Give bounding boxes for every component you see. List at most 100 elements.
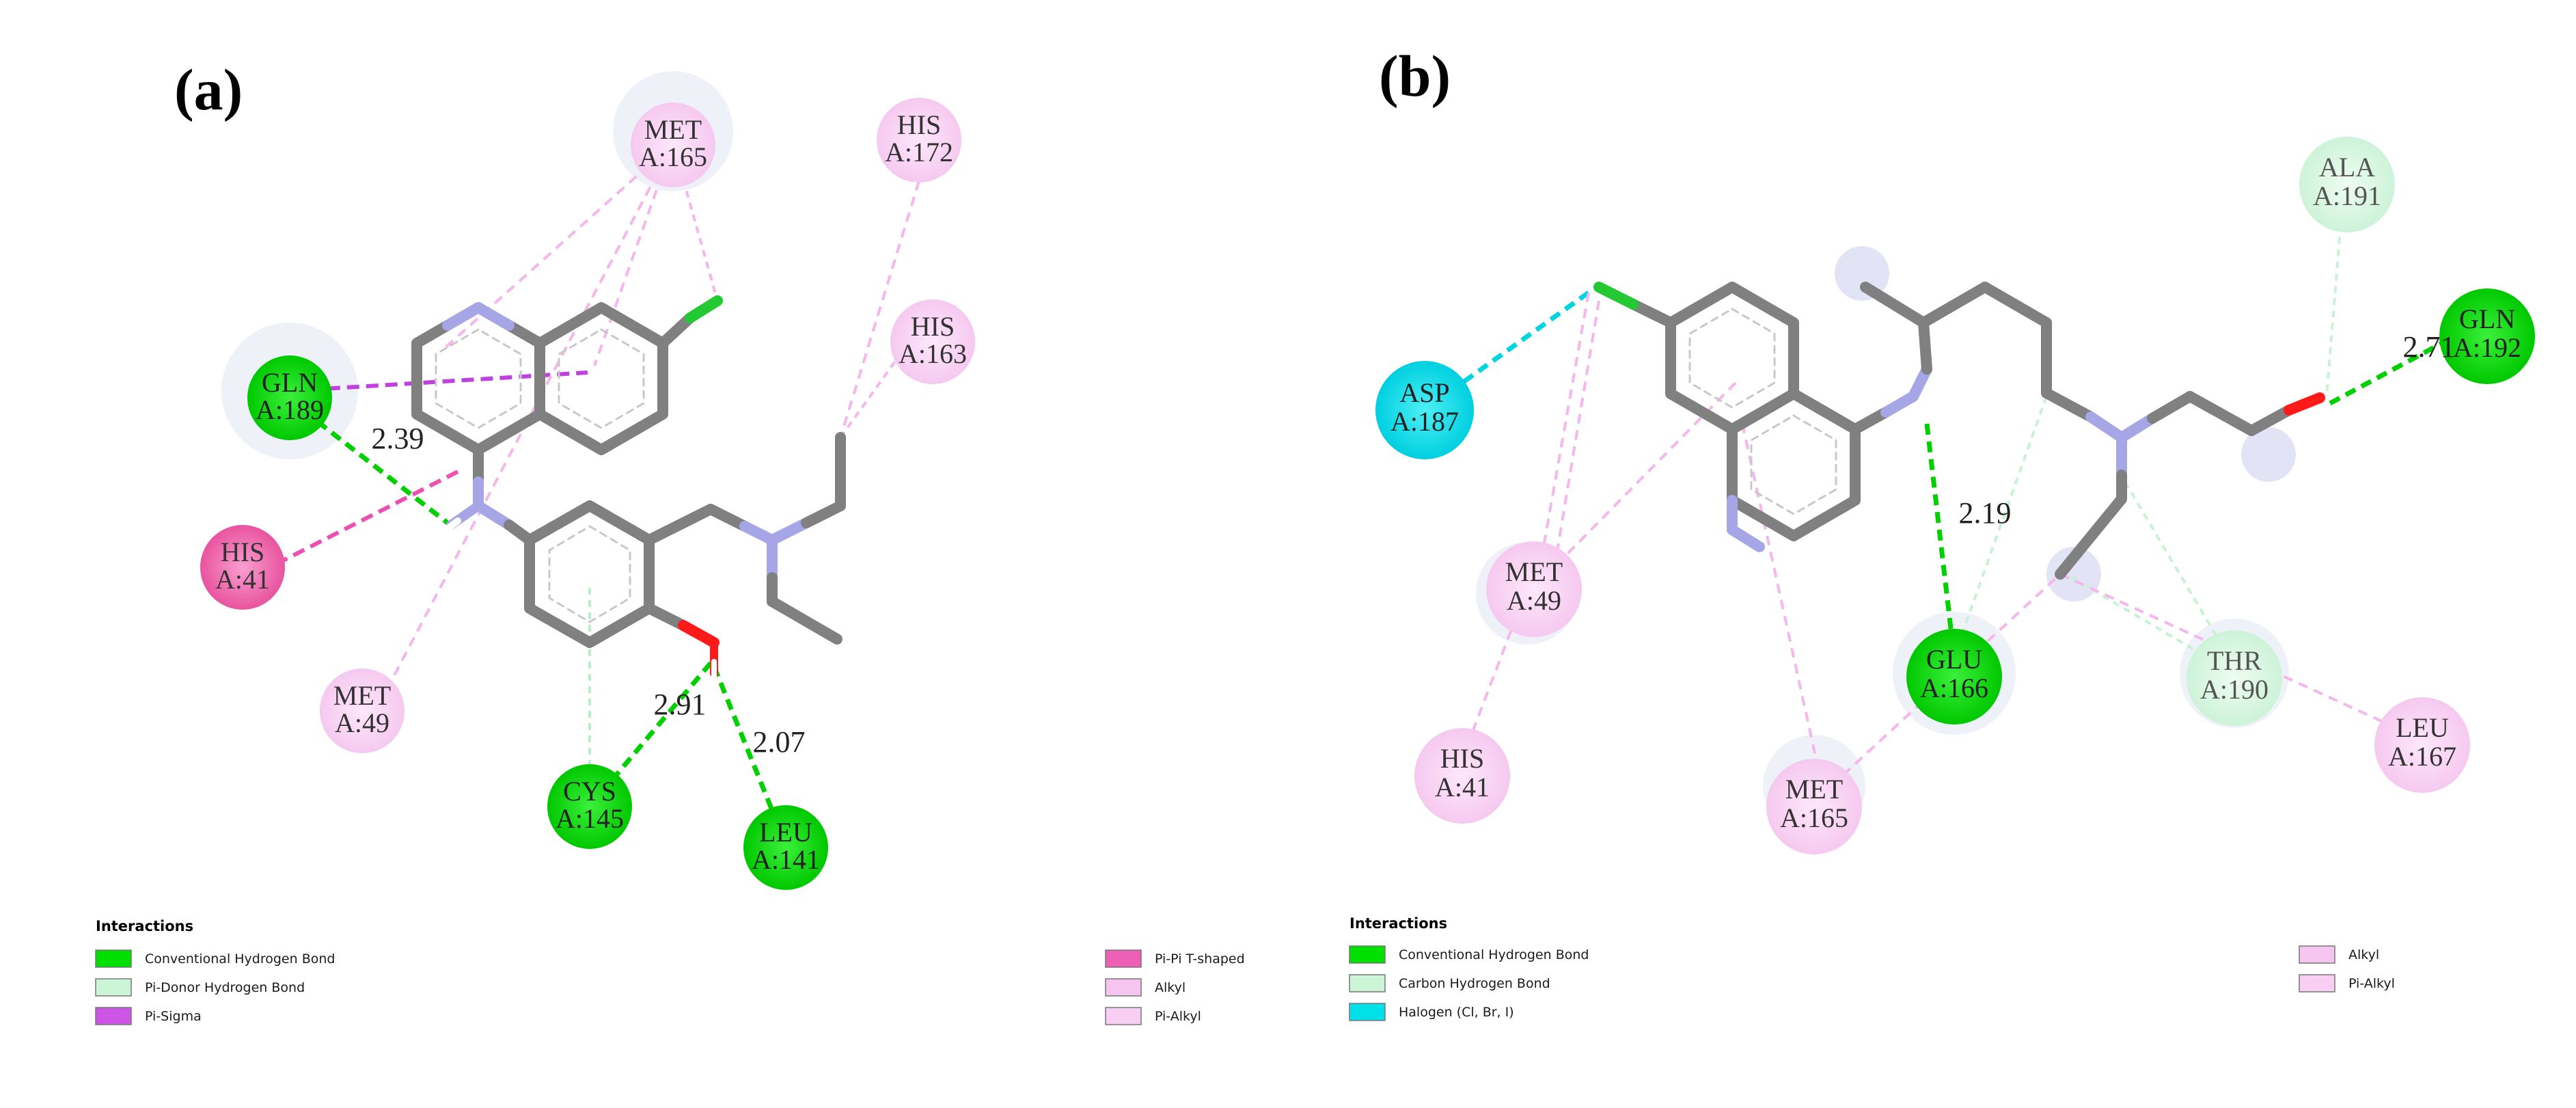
aromatic-ring [548,525,631,623]
bond [2041,388,2096,422]
residue-name: MET [333,680,391,711]
residue-chain: A:41 [1435,772,1490,802]
residue-leu141-a[interactable]: LEU A:141 [743,805,828,890]
hbond-line [288,398,450,525]
pipi-line [262,470,459,573]
svg-text:Alkyl: Alkyl [2348,947,2379,962]
ring-nitrogen [473,302,515,331]
residue-name: GLN [262,367,318,398]
quinoline-ring-right [534,302,668,455]
halogen-line [1460,290,1591,385]
svg-text:Alkyl: Alkyl [1155,980,1186,995]
ring-nitrogen [1727,524,1765,552]
svg-text:Pi-Sigma: Pi-Sigma [145,1009,202,1024]
alkyl-line [1550,300,1600,589]
legend-title: Interactions [1349,915,1447,932]
bond [767,596,842,645]
residue-name: HIS [1440,743,1484,774]
svg-text:Pi-Donor Hydrogen Bond: Pi-Donor Hydrogen Bond [145,980,305,995]
aromatic-ring [558,328,645,429]
alkyl-line [839,180,920,438]
legend-item: Pi-Alkyl [2299,974,2395,992]
svg-text:Pi-Pi T-shaped: Pi-Pi T-shaped [1155,951,1245,967]
interaction-lines-a [262,142,920,846]
bond [2147,391,2195,424]
amine-nitrogen [473,500,515,530]
residue-his41-b[interactable]: HIS A:41 [1414,728,1510,824]
legend-item: Pi-Pi T-shaped [1105,949,1245,968]
legend-title: Interactions [96,918,193,934]
ligand-b [1593,282,2325,580]
bond [1918,282,1990,328]
residue-thr190-b[interactable]: THR A:190 [2187,630,2282,726]
residue-met165-b[interactable]: MET A:165 [1766,759,1862,854]
residue-chain: A:41 [215,564,270,595]
residue-ala191-b[interactable]: ALA A:191 [2299,137,2395,232]
atom-halo [2241,427,2296,482]
legend-item: Carbon Hydrogen Bond [1349,974,1550,992]
bond [644,603,689,631]
panel-b: (b) [1349,43,2535,1021]
residue-his172-a[interactable]: HIS A:172 [877,98,961,183]
svg-text:Conventional Hydrogen Bond: Conventional Hydrogen Bond [145,951,335,967]
residue-asp187-b[interactable]: ASP A:187 [1375,361,1474,459]
residue-name: MET [1505,556,1563,587]
atom-halo [2046,547,2101,602]
carbon-hbond-line [1953,396,2048,657]
residue-chain: A:165 [639,141,707,172]
hbond-line [2329,331,2461,406]
residue-chain: A:165 [1780,802,1848,833]
residue-glu166-b[interactable]: GLU A:166 [1906,629,2002,725]
distance-label: 2.39 [372,422,424,455]
panel-b-label: (b) [1379,43,1451,109]
residue-name: HIS [221,537,264,567]
residue-name: HIS [911,311,955,342]
distance-label: 2.07 [753,725,806,759]
legend-item: Alkyl [1105,978,1186,997]
residue-met165-a[interactable]: MET A:165 [631,103,715,187]
residue-cys145-a[interactable]: CYS A:145 [547,764,632,849]
ligand-a [411,295,846,683]
residue-chain: A:190 [2200,674,2269,705]
residue-met49-b[interactable]: MET A:49 [1486,541,1582,637]
residue-chain: A:166 [1920,673,1988,703]
bond [2246,405,2294,436]
hbond-line [1924,423,1956,647]
bond [1918,317,1932,375]
residue-his41-a[interactable]: HIS A:41 [200,525,285,610]
ring-nitrogen [442,302,484,331]
distance-label: 2.71 [2403,330,2456,364]
residues-a: MET A:165 HIS A:172 HIS A:163 GLN A:189 … [200,98,975,890]
residue-name: LEU [759,817,812,848]
alkyl-line [1536,292,1590,582]
panel-a: (a) [95,57,1245,1025]
bond [644,504,716,545]
aromatic-ring [435,328,522,429]
chlorine-atom [685,295,723,323]
distance-label: 2.19 [1959,496,2012,530]
residue-leu167-b[interactable]: LEU A:167 [2374,697,2470,793]
legend-item: Pi-Donor Hydrogen Bond [95,978,305,997]
legend-a: Interactions Conventional Hydrogen Bond … [95,918,1245,1025]
residue-gln189-a[interactable]: GLN A:189 [247,355,332,440]
legend-item: Conventional Hydrogen Bond [95,949,335,968]
residue-name: HIS [897,109,941,140]
alkyl-line [443,142,674,350]
alkyl-line [839,351,903,439]
residue-chain: A:191 [2313,180,2381,211]
residue-chain: A:167 [2388,741,2456,772]
chlorine-atom [1593,282,1639,310]
oxygen-atom [2284,392,2325,416]
residue-name: MET [1785,774,1843,805]
residue-met49-a[interactable]: MET A:49 [320,668,405,753]
residues-b: ALA A:191 GLN A:192 ASP A:187 MET A:49 H… [1375,137,2535,854]
residue-name: CYS [563,776,616,807]
residue-his163-a[interactable]: HIS A:163 [890,299,975,384]
legend-b: Interactions Conventional Hydrogen Bond … [1349,915,2395,1021]
legend-item: Pi-Sigma [95,1007,202,1025]
carbon-hbond-line [2325,187,2345,397]
residue-name: LEU [2396,712,2449,743]
svg-text:Pi-Alkyl: Pi-Alkyl [2348,976,2395,991]
residue-gln192-b[interactable]: GLN A:192 [2439,288,2535,384]
residue-chain: A:192 [2453,332,2521,363]
